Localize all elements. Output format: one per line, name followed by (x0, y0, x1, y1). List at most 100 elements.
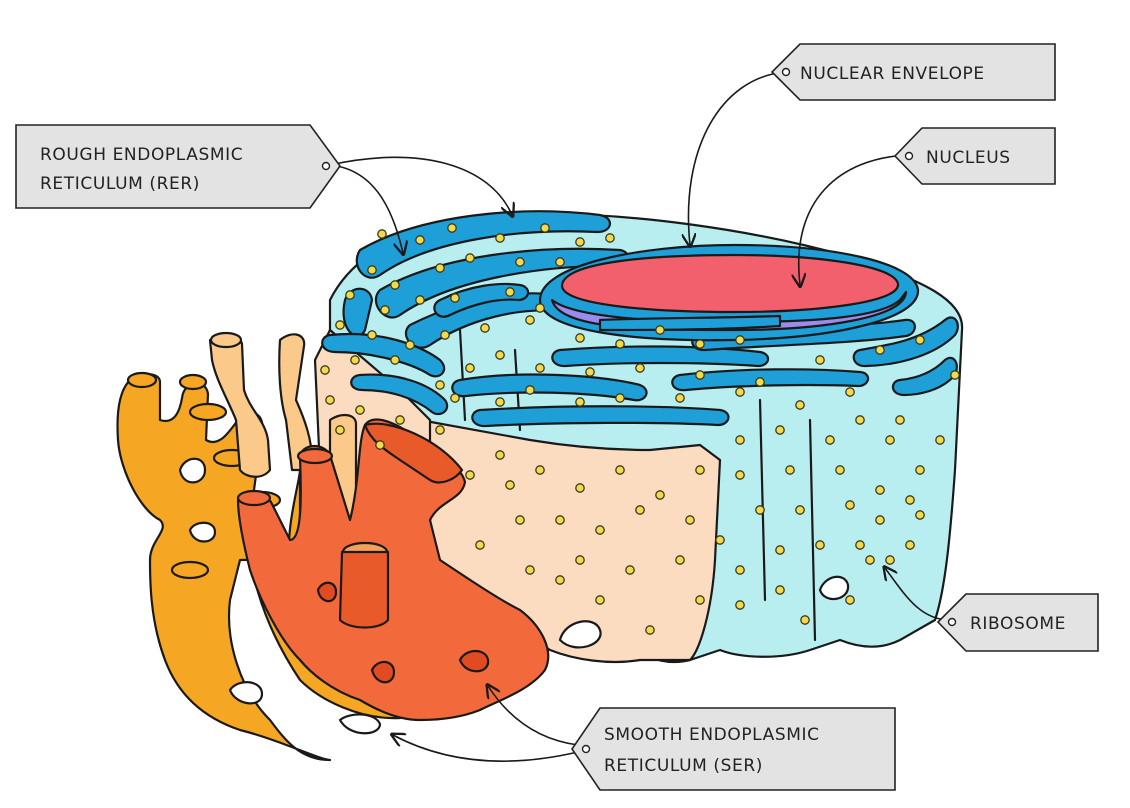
ribosome-dot (448, 224, 456, 232)
ribosome-dot (736, 566, 744, 574)
ribosome-dot (856, 541, 864, 549)
ribosome-dot (526, 386, 534, 394)
ribosome-dot (736, 601, 744, 609)
ribosome-dot (876, 346, 884, 354)
ribosome-dot (856, 416, 864, 424)
ribosome-dot (506, 288, 514, 296)
ribosome-dot (656, 491, 664, 499)
ribosome-dot (336, 426, 344, 434)
ribosome-dot (816, 356, 824, 364)
ribosome-dot (576, 334, 584, 342)
ribosome-dot (496, 398, 504, 406)
ribosome-dot (336, 321, 344, 329)
ribosome-dot (556, 258, 564, 266)
ribosome-dot (436, 426, 444, 434)
ribosome-dot (916, 511, 924, 519)
ribosome-dot (526, 316, 534, 324)
ribosome-dot (816, 541, 824, 549)
ribosome-dot (576, 484, 584, 492)
ribosome-dot (676, 394, 684, 402)
ribosome-dot (536, 304, 544, 312)
ribosome-dot (896, 416, 904, 424)
ribosome-dot (876, 516, 884, 524)
ribosome-dot (378, 230, 386, 238)
ribosome-dot (736, 388, 744, 396)
ribosome-dot (616, 466, 624, 474)
ribosome-dot (616, 394, 624, 402)
ribosome-dot (466, 254, 474, 262)
ribosome-dot (696, 596, 704, 604)
ribosome-dot (326, 396, 334, 404)
label-ribosome: RIBOSOME (938, 594, 1098, 651)
ribosome-dot (776, 586, 784, 594)
ribosome-dot (406, 341, 414, 349)
ribosome-dot (786, 466, 794, 474)
ribosome-dot (846, 501, 854, 509)
ribosome-dot (596, 526, 604, 534)
ribosome-dot (686, 516, 694, 524)
arrow-nuclear-envelope (688, 72, 785, 245)
label-nuclear-envelope: NUCLEAR ENVELOPE (772, 44, 1055, 100)
label-rer: ROUGH ENDOPLASMIC RETICULUM (RER) (16, 125, 340, 208)
ribosome-dot (556, 576, 564, 584)
ribosome-dot (916, 466, 924, 474)
ribosome-dot (586, 368, 594, 376)
ribosome-dot (906, 541, 914, 549)
ribosome-dot (606, 234, 614, 242)
ribosome-dot (696, 371, 704, 379)
ribosome-dot (321, 366, 329, 374)
ribosome-dot (368, 331, 376, 339)
ribosome-dot (916, 336, 924, 344)
ribosome-dot (506, 481, 514, 489)
ribosome-label: RIBOSOME (970, 614, 1066, 634)
ser-label-line1: SMOOTH ENDOPLASMIC (604, 725, 820, 745)
ribosome-dot (381, 306, 389, 314)
ribosome-dot (391, 356, 399, 364)
ribosome-dot (846, 596, 854, 604)
ribosome-dot (616, 340, 624, 348)
ribosome-dot (876, 486, 884, 494)
ribosome-dot (646, 626, 654, 634)
ribosome-dot (626, 566, 634, 574)
ribosome-dot (496, 451, 504, 459)
ribosome-dot (396, 416, 404, 424)
ribosome-dot (826, 436, 834, 444)
ribosome-dot (346, 291, 354, 299)
ribosome-dot (836, 466, 844, 474)
ribosome-dot (951, 371, 959, 379)
ribosome-dot (936, 436, 944, 444)
ribosome-dot (576, 398, 584, 406)
ribosome-dot (496, 234, 504, 242)
ribosome-dot (376, 441, 384, 449)
ribosome-dot (436, 264, 444, 272)
ribosome-dot (796, 506, 804, 514)
ribosome-dot (716, 536, 724, 544)
ribosome-dot (596, 596, 604, 604)
ribosome-dot (351, 356, 359, 364)
ribosome-dot (576, 556, 584, 564)
ser-label-line2: RETICULUM (SER) (604, 756, 763, 776)
ribosome-dot (526, 566, 534, 574)
ribosome-dot (796, 401, 804, 409)
ribosome-dot (451, 394, 459, 402)
ribosome-dot (886, 436, 894, 444)
ribosome-dot (556, 516, 564, 524)
ribosome-dot (466, 364, 474, 372)
ribosome-dot (441, 331, 449, 339)
label-ser: SMOOTH ENDOPLASMIC RETICULUM (SER) (572, 708, 895, 790)
ribosome-dot (676, 556, 684, 564)
ribosome-dot (636, 364, 644, 372)
nucleus-label: NUCLEUS (926, 148, 1011, 168)
ribosome-dot (576, 238, 584, 246)
ribosome-dot (801, 616, 809, 624)
ribosome-dot (416, 236, 424, 244)
ribosome-dot (636, 506, 644, 514)
ribosome-dot (416, 296, 424, 304)
ribosome-dot (736, 336, 744, 344)
ribosome-dot (696, 340, 704, 348)
ribosome-dot (756, 378, 764, 386)
ribosome-dot (541, 224, 549, 232)
rer-label-line2: RETICULUM (RER) (40, 174, 200, 194)
ribosome-dot (776, 546, 784, 554)
